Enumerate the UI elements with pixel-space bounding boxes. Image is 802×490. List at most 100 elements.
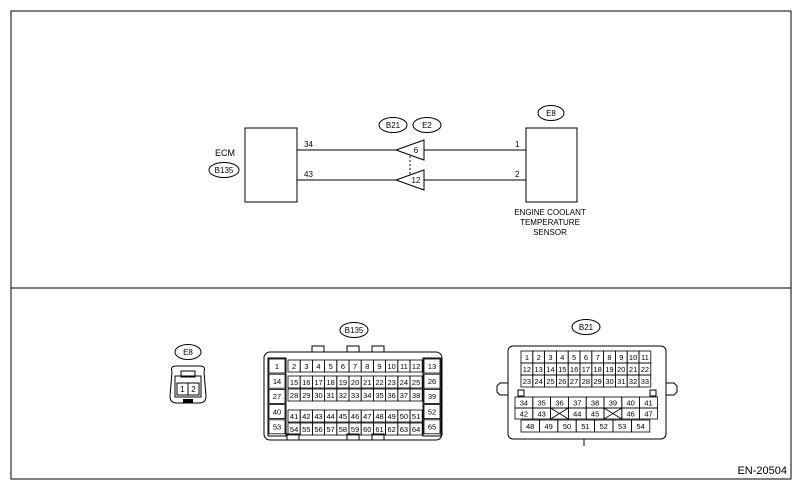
b135-pin-50: 50 [400, 412, 408, 421]
b135-pin-6: 6 [341, 362, 345, 371]
b21-pin-49: 49 [544, 422, 552, 431]
b135-pin-27: 27 [273, 392, 281, 401]
e8-key [183, 399, 193, 403]
b21-pin-1: 1 [525, 353, 529, 362]
b135-pin-58: 58 [339, 425, 347, 434]
b135-pin-40-cell [268, 404, 286, 420]
wire-2-ecm-pin: 43 [304, 170, 313, 179]
b21-pin-25: 25 [546, 377, 554, 386]
b21-pin-8: 8 [607, 353, 611, 362]
b135-pin-5: 5 [329, 362, 333, 371]
sensor-connector-label: E8 [546, 109, 556, 118]
b135-pin-65-cell [423, 419, 441, 435]
sensor-box [525, 127, 578, 203]
e8-pin-2: 2 [191, 385, 196, 394]
b135-pin-38-cell [409, 388, 423, 402]
wire-1-joint-arrow [394, 139, 425, 161]
b21-side-latch-left [496, 382, 508, 396]
b135-pin-29: 29 [302, 391, 310, 400]
b21-pin-2: 2 [537, 353, 541, 362]
joint-connector-tag-b21 [378, 117, 408, 133]
b21-pin-24: 24 [535, 377, 543, 386]
b21-pin-6: 6 [584, 353, 588, 362]
b21-pin-47-cell [639, 407, 658, 420]
b21-pin-28: 28 [582, 377, 590, 386]
b135-pin-1: 1 [275, 362, 279, 371]
b135-pin-10: 10 [388, 362, 396, 371]
b21-connector-label: B21 [579, 323, 594, 332]
b135-pin-36: 36 [388, 391, 396, 400]
b135-pin-43: 43 [314, 412, 322, 421]
joint-connector-label-e2: E2 [422, 121, 432, 130]
b21-pin-43: 43 [538, 409, 546, 418]
b135-pin-7: 7 [353, 362, 357, 371]
b135-pin-26: 26 [428, 377, 436, 386]
b21-pin-21: 21 [629, 365, 637, 374]
b135-pin-13-cell [423, 358, 441, 374]
b21-pin-15: 15 [558, 365, 566, 374]
b21-pin-16: 16 [570, 365, 578, 374]
b21-pin-33: 33 [641, 377, 649, 386]
b21-pin-45: 45 [591, 409, 599, 418]
b21-pin-22: 22 [641, 365, 649, 374]
b21-pin-13: 13 [535, 365, 543, 374]
b21-pin-7: 7 [596, 353, 600, 362]
b135-pin-14: 14 [273, 377, 281, 386]
b135-pin-53: 53 [273, 423, 281, 432]
b21-pin-5: 5 [572, 353, 576, 362]
sensor-label-line-1: ENGINE COOLANT [514, 208, 586, 217]
b135-pin-56: 56 [314, 425, 322, 434]
b135-pin-55: 55 [302, 425, 310, 434]
sensor-label-line-2: TEMPERATURE [520, 218, 580, 227]
wire-2-joint-pin: 12 [412, 176, 421, 185]
b135-pin-23: 23 [388, 378, 396, 387]
b21-pin-11: 11 [641, 353, 649, 362]
b135-connector-label: B135 [345, 326, 364, 335]
ecm-connector-tag [208, 162, 240, 178]
b135-pin-12: 12 [412, 362, 420, 371]
b21-pin-51: 51 [581, 422, 589, 431]
b21-pin-19: 19 [605, 365, 613, 374]
b21-pin-47: 47 [644, 409, 652, 418]
b135-pin-51-cell [409, 409, 423, 423]
b21-pin-29: 29 [594, 377, 602, 386]
b135-latch-top-2 [346, 345, 360, 353]
b135-pin-64-cell [409, 422, 423, 436]
b21-pin-12: 12 [523, 365, 531, 374]
b135-pin-26-cell [423, 373, 441, 389]
b135-latch-bottom-3 [371, 433, 385, 441]
b21-key-right [649, 389, 657, 397]
b21-pin-50: 50 [563, 422, 571, 431]
e8-latch [180, 370, 196, 378]
b21-pin-17: 17 [582, 365, 590, 374]
b135-pin-53-cell [268, 419, 286, 435]
sensor-connector-tag [537, 105, 565, 121]
b135-pin-63: 63 [400, 425, 408, 434]
e8-connector-tag [174, 344, 202, 360]
b21-pin-40: 40 [627, 398, 635, 407]
b21-pin-27: 27 [570, 377, 578, 386]
b135-pin-25: 25 [412, 378, 420, 387]
b135-latch-top-3 [371, 345, 385, 353]
b135-pin-41: 41 [290, 412, 298, 421]
b135-pin-20: 20 [351, 378, 359, 387]
b21-pin-41: 41 [644, 398, 652, 407]
b135-pin-17: 17 [314, 378, 322, 387]
b21-pin-53: 53 [618, 422, 626, 431]
b21-pin-10: 10 [629, 353, 637, 362]
b21-pin-32: 32 [629, 377, 637, 386]
b135-pin-21: 21 [363, 378, 371, 387]
wire-1-joint-pin: 6 [414, 146, 419, 155]
diagram-frame [10, 10, 792, 480]
b135-pin-19: 19 [339, 378, 347, 387]
ecm-connector-label: B135 [215, 166, 234, 175]
b135-pin-31: 31 [327, 391, 335, 400]
b21-pin-35: 35 [538, 398, 546, 407]
b135-left-column [267, 357, 287, 437]
b135-pin-42: 42 [302, 412, 310, 421]
b21-key-left [517, 389, 525, 397]
b135-pin-65: 65 [428, 423, 436, 432]
b135-pin-22: 22 [375, 378, 383, 387]
